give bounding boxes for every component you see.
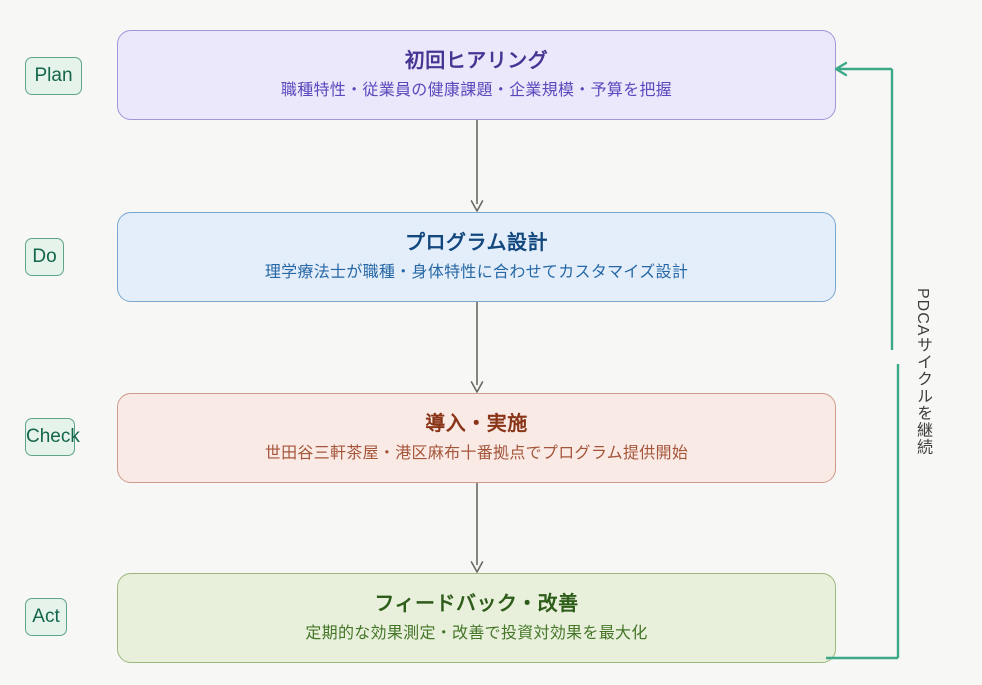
step-box-act: フィードバック・改善 定期的な効果測定・改善で投資対効果を最大化 (117, 573, 836, 663)
flow-arrow-check-to-act (470, 483, 484, 573)
stage-badge-plan: Plan (25, 57, 82, 95)
stage-badge-do: Do (25, 238, 64, 276)
step-title: 導入・実施 (425, 412, 528, 435)
step-description: 定期的な効果測定・改善で投資対効果を最大化 (305, 624, 648, 642)
stage-badge-label: Act (32, 606, 60, 627)
stage-badge-label: Plan (34, 65, 73, 86)
stage-badge-label: Do (32, 246, 57, 267)
stage-badge-check: Check (25, 418, 80, 456)
step-description: 世田谷三軒茶屋・港区麻布十番拠点でプログラム提供開始 (264, 444, 689, 462)
step-title: フィードバック・改善 (374, 592, 579, 615)
flow-arrow-plan-to-do (470, 120, 484, 212)
step-title: プログラム設計 (405, 231, 548, 254)
flow-arrow-do-to-check (470, 302, 484, 393)
stage-badge-act: Act (25, 598, 67, 636)
step-title: 初回ヒアリング (404, 49, 549, 72)
step-description: 理学療法士が職種・身体特性に合わせてカスタマイズ設計 (264, 263, 689, 281)
step-box-plan: 初回ヒアリング 職種特性・従業員の健康課題・企業規模・予算を把握 (117, 30, 836, 120)
step-box-check: 導入・実施 世田谷三軒茶屋・港区麻布十番拠点でプログラム提供開始 (117, 393, 836, 483)
feedback-loop-label: PDCAサイクルを継続 (914, 288, 931, 456)
step-description: 職種特性・従業員の健康課題・企業規模・予算を把握 (280, 81, 673, 99)
step-box-do: プログラム設計 理学療法士が職種・身体特性に合わせてカスタマイズ設計 (117, 212, 836, 302)
stage-badge-label: Check (26, 426, 80, 447)
